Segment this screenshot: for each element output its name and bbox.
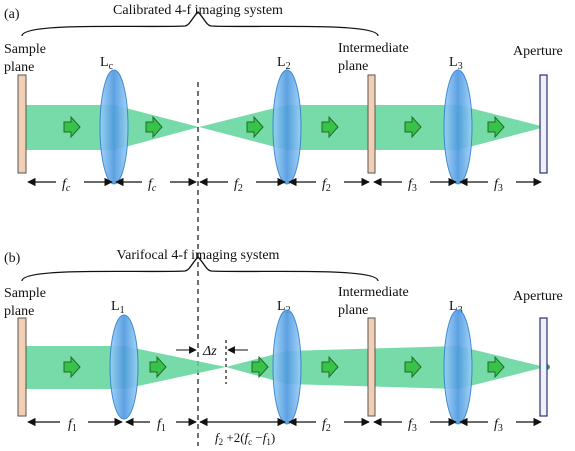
arrow-icon — [321, 355, 339, 379]
arrow-icon — [404, 115, 422, 139]
panel-a-aperture-label: Aperture — [513, 44, 563, 59]
arrow-icon — [251, 355, 269, 379]
panel-b-lens-3 — [443, 309, 473, 425]
panel-b-dim-label: f1 — [157, 417, 166, 434]
panel-b-delta-z: Δz — [202, 344, 217, 359]
panel-a-direction-arrows — [63, 115, 505, 139]
arrow-icon — [63, 355, 81, 379]
panel-b-dim-label: f3 — [408, 417, 417, 434]
panel-b-tag: (b) — [4, 251, 21, 266]
panel-b-sample-label-2: plane — [4, 304, 34, 319]
panel-a-lens-3 — [443, 69, 473, 185]
panel-b-title: Varifocal 4-f imaging system — [117, 248, 280, 263]
panel-a-intermediate-label-2: plane — [338, 59, 368, 74]
panel-a-dim-label: f2 — [234, 177, 243, 194]
arrow-icon — [149, 355, 167, 379]
panel-a-sample-plane — [17, 74, 27, 174]
panel-b-sample-plane — [17, 317, 27, 417]
panel-a-dimensions: fc fc f2 f2 f3 f3 — [27, 177, 542, 194]
panel-a-dim-label: f2 — [322, 177, 331, 194]
panel-a-lens-2 — [272, 69, 302, 185]
panel-b-dim-label: f3 — [494, 417, 503, 434]
panel-b-sample-label-1: Sample — [4, 286, 46, 301]
arrow-icon — [321, 115, 339, 139]
panel-b-aperture-label: Aperture — [513, 289, 563, 304]
arrow-icon — [404, 355, 422, 379]
panel-a-sample-label-1: Sample — [4, 42, 46, 57]
arrow-icon — [487, 355, 505, 379]
panel-b-dimensions: f1 f1 f2 f3 f3 f2 +2(fc −f1) — [27, 417, 542, 447]
panel-a-lens-3-label: L3 — [449, 55, 463, 72]
panel-b-direction-arrows — [63, 355, 505, 379]
arrow-icon — [63, 115, 81, 139]
arrow-icon — [487, 115, 505, 139]
panel-a-dim-label: f3 — [494, 177, 503, 194]
panel-b-intermediate-label-2: plane — [338, 303, 368, 318]
panel-a-dim-label: f3 — [408, 177, 417, 194]
panel-a-title: Calibrated 4-f imaging system — [113, 3, 283, 18]
panel-b-lens-1-label: L1 — [111, 299, 125, 316]
panel-b: (b) Varifocal 4-f imaging system Sample … — [4, 248, 563, 447]
panel-b-aperture — [539, 317, 548, 417]
panel-a-tag: (a) — [4, 7, 20, 22]
panel-b-dim-label: f1 — [68, 417, 77, 434]
panel-a-intermediate-plane — [367, 74, 376, 174]
panel-b-lens-2 — [272, 309, 302, 425]
panel-a-sample-label-2: plane — [4, 60, 34, 75]
panel-a-intermediate-label-1: Intermediate — [338, 41, 409, 56]
arrow-icon — [246, 115, 264, 139]
panel-b-brace — [21, 256, 379, 282]
panel-b-shift-expression: f2 +2(fc −f1) — [215, 430, 275, 446]
panel-a-lens-c — [99, 69, 129, 185]
panel-a: (a) Calibrated 4-f imaging system Sample… — [4, 3, 563, 446]
panel-a-dim-label: fc — [148, 177, 157, 194]
panel-b-dim-label: f2 — [322, 417, 331, 434]
panel-b-intermediate-plane — [367, 317, 376, 417]
panel-a-brace — [21, 11, 379, 37]
panel-a-lens-2-label: L2 — [277, 55, 291, 72]
panel-a-lens-c-label: Lc — [100, 55, 114, 72]
panel-a-aperture — [539, 74, 548, 174]
panel-b-intermediate-label-1: Intermediate — [338, 285, 409, 300]
arrow-icon — [145, 115, 163, 139]
panel-a-dim-label: fc — [62, 177, 71, 194]
panel-b-lens-1 — [109, 314, 139, 420]
